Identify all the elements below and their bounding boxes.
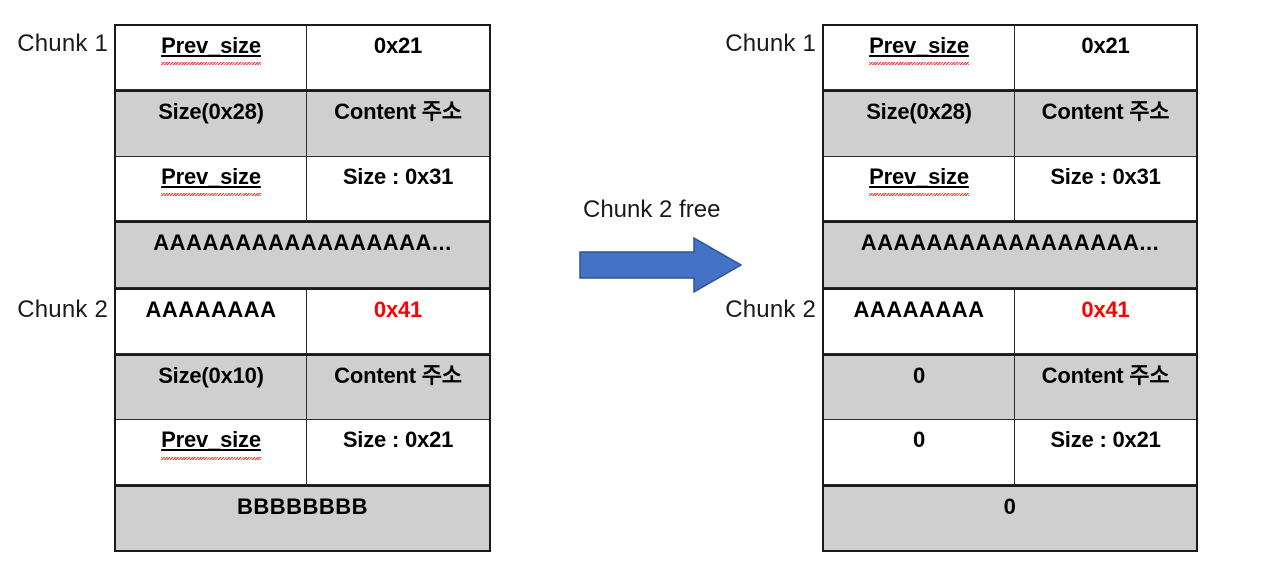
cell-freed-zero: 0 — [824, 355, 1015, 420]
cell-payload-overflow: AAAAAAAA — [824, 289, 1015, 353]
cell-freed-zero: 0 — [824, 420, 1015, 484]
cell-payload-b: BBBBBBBB — [236, 493, 369, 519]
cell-size-field: Size : 0x31 — [1050, 163, 1161, 189]
cell-content-address: Content 주소 — [1041, 362, 1170, 388]
cell-size-field: Size : 0x21 — [342, 427, 454, 453]
cell-prev-size: Prev_size — [824, 156, 1015, 221]
right-memory-table: Prev_size 0x21 Size(0x28) Content 주소 Pre… — [822, 24, 1198, 552]
table-row: Prev_size 0x21 — [116, 26, 489, 91]
table-row: 0 Content 주소 — [824, 353, 1196, 421]
cell-payload-a: AAAAAAAAAAAAAAAAA... — [153, 230, 452, 256]
left-memory-table: Prev_size 0x21 Size(0x28) Content 주소 Pre… — [114, 24, 491, 552]
cell-content-address: Content 주소 — [334, 99, 462, 125]
cell-content-address: Content 주소 — [1041, 99, 1170, 125]
cell-size-field: 0x21 — [373, 33, 423, 58]
table-row: Size(0x28) Content 주소 — [116, 90, 489, 157]
cell-size-field: Size : 0x31 — [342, 163, 454, 189]
cell-size-field: 0x21 — [1081, 33, 1130, 58]
right-chunk1-label: Chunk 1 — [725, 30, 816, 57]
table-row: Prev_size Size : 0x31 — [116, 156, 489, 222]
left-chunk1-label: Chunk 1 — [17, 30, 108, 57]
cell-corrupted-size: 0x41 — [1081, 296, 1130, 322]
cell-payload-a: AAAAAAAAAAAAAAAAA... — [860, 230, 1160, 256]
cell-prev-size: Prev_size — [824, 26, 1015, 90]
table-row-merged: BBBBBBBB — [116, 484, 489, 550]
table-row: AAAAAAAA 0x41 — [824, 287, 1196, 354]
cell-size-field: Size : 0x21 — [1050, 427, 1161, 453]
cell-content-address: Content 주소 — [334, 362, 462, 388]
transition-label: Chunk 2 free — [583, 196, 721, 223]
table-row: Prev_size 0x21 — [824, 26, 1196, 91]
cell-corrupted-size: 0x41 — [373, 296, 423, 322]
left-chunk2-label: Chunk 2 — [17, 296, 108, 323]
right-chunk2-label: Chunk 2 — [725, 296, 816, 323]
cell-freed-payload: 0 — [1003, 493, 1017, 519]
table-row: Size(0x10) Content 주소 — [116, 353, 489, 421]
table-row: Size(0x28) Content 주소 — [824, 90, 1196, 157]
table-row: Prev_size Size : 0x21 — [116, 420, 489, 485]
cell-size-value: Size(0x28) — [116, 92, 307, 156]
table-row-merged: AAAAAAAAAAAAAAAAA... — [116, 221, 489, 288]
cell-prev-size: Prev_size — [116, 156, 307, 221]
cell-payload-overflow: AAAAAAAA — [116, 289, 307, 353]
table-row-merged: 0 — [824, 484, 1196, 550]
table-row: AAAAAAAA 0x41 — [116, 287, 489, 354]
cell-size-value: Size(0x10) — [116, 355, 307, 420]
cell-prev-size: Prev_size — [116, 26, 307, 90]
cell-prev-size: Prev_size — [116, 420, 307, 484]
right-arrow-icon — [578, 236, 743, 294]
cell-size-value: Size(0x28) — [824, 92, 1015, 156]
table-row-merged: AAAAAAAAAAAAAAAAA... — [824, 221, 1196, 288]
table-row: 0 Size : 0x21 — [824, 420, 1196, 485]
table-row: Prev_size Size : 0x31 — [824, 156, 1196, 222]
